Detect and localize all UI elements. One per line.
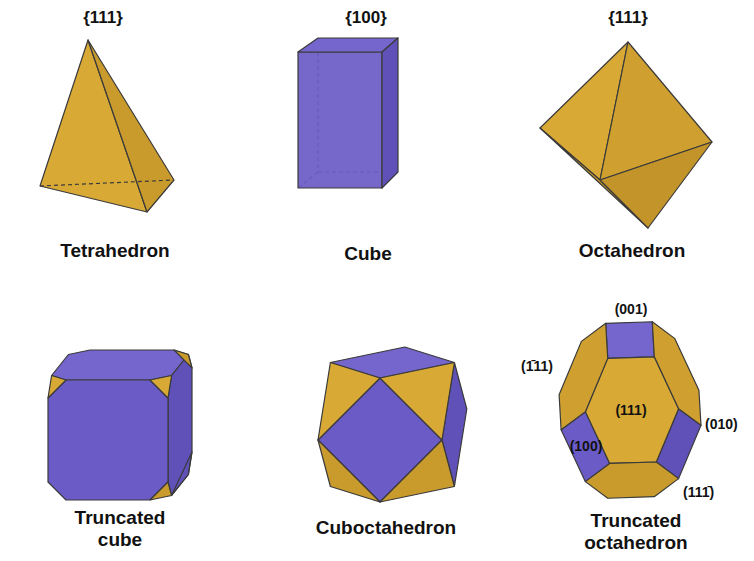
shape-name: Truncated octahedron [571, 510, 701, 554]
facet-label: (111̄) [683, 484, 714, 500]
shape-name: Truncated cube [55, 507, 185, 551]
cube-figure [298, 38, 398, 188]
shape-name: Cube [344, 243, 392, 265]
shape-name: Octahedron [579, 240, 686, 262]
facet-label: (111) [615, 402, 646, 418]
facet-family-label: {111} [608, 8, 648, 28]
octahedron-figure [540, 42, 712, 228]
shape-name: Cuboctahedron [316, 517, 456, 539]
cuboctahedron-figure [318, 347, 467, 502]
facet-label: (1̄11) [521, 358, 553, 374]
facet-family-label: {100} [345, 8, 387, 28]
truncated-octahedron-figure [559, 322, 701, 499]
truncated-cube-figure [48, 350, 192, 500]
facet-label: (100) [570, 438, 603, 454]
shape-name: Tetrahedron [60, 240, 169, 262]
tetrahedron-figure [40, 40, 174, 212]
facet-family-label: {111} [83, 8, 123, 28]
facet-label: (001) [615, 301, 648, 317]
facet-label: (010) [705, 416, 738, 432]
